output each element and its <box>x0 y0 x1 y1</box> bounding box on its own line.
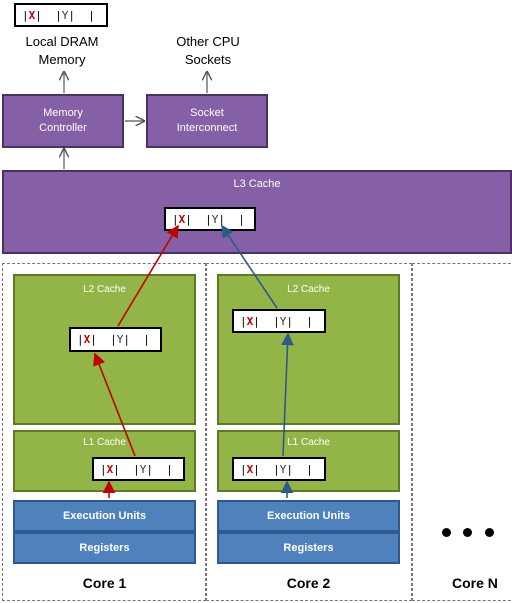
registers-label: Registers <box>79 542 130 554</box>
x-field: X <box>178 212 186 226</box>
line-bar: | | <box>286 314 313 328</box>
execution-units-label: Execution Units <box>266 510 351 522</box>
line-bar: | | <box>286 462 313 476</box>
memory-controller-line1: Memory <box>43 107 83 119</box>
y-field: Y <box>279 462 287 476</box>
core-2-execution-units: Execution Units <box>217 500 400 532</box>
arrow-core2-l2-to-l3 <box>221 224 278 309</box>
l2-cache-title: L2 Cache <box>83 284 126 295</box>
dram-label-line2: Memory <box>38 52 86 67</box>
memory-controller-box: Memory Controller <box>2 94 124 148</box>
line-bar: | | <box>218 212 245 226</box>
core-n-label: Core N <box>452 575 498 591</box>
line-bar: | | <box>253 314 280 328</box>
l2-cache-title: L2 Cache <box>287 284 330 295</box>
line-bar: | | <box>185 212 212 226</box>
y-field: Y <box>116 333 124 346</box>
ellipsis-dot <box>463 528 472 537</box>
core-1-execution-units: Execution Units <box>13 500 196 532</box>
line-bar: | | <box>35 8 62 22</box>
line-bar: | | <box>123 333 150 346</box>
line-bar: | | <box>146 462 173 476</box>
core-1-box <box>2 263 206 601</box>
memory-controller-line2: Controller <box>39 122 87 134</box>
l1-cache-title: L1 Cache <box>287 437 330 448</box>
core-2-box <box>206 263 412 601</box>
line-bar: | <box>172 212 179 226</box>
socket-interconnect-box: Socket Interconnect <box>146 94 268 148</box>
core-2-l2-cache: L2 Cache <box>217 274 400 425</box>
registers-label: Registers <box>283 542 334 554</box>
y-field: Y <box>279 314 287 328</box>
y-field: Y <box>211 212 219 226</box>
line-bar: | | <box>90 333 117 346</box>
x-field: X <box>106 462 114 476</box>
core-2-l1-cache-line: |X| |Y| | <box>232 457 326 481</box>
socket-interconnect-line1: Socket <box>190 107 224 119</box>
x-field: X <box>83 333 91 346</box>
execution-units-label: Execution Units <box>62 510 147 522</box>
y-field: Y <box>139 462 147 476</box>
dram-label: Local DRAM Memory <box>10 33 114 69</box>
core-1-l1-cache-line: |X| |Y| | <box>92 457 185 481</box>
l3-cache-title: L3 Cache <box>233 178 281 190</box>
x-field: X <box>246 462 254 476</box>
line-bar: | | <box>253 462 280 476</box>
arrow-core1-l2-to-l3 <box>117 224 179 327</box>
memory-cache-line: |X| |Y| | <box>14 3 108 27</box>
line-bar: | <box>22 8 29 22</box>
line-bar: | | <box>68 8 95 22</box>
x-field: X <box>246 314 254 328</box>
ellipsis-dot <box>485 528 494 537</box>
arrow-core1-l1-to-l2 <box>93 352 136 457</box>
arrow-core2-l1-to-l2 <box>281 332 294 457</box>
core-1-l2-cache-line: |X| |Y| | <box>69 327 162 352</box>
line-bar: | <box>240 314 247 328</box>
line-bar: | <box>240 462 247 476</box>
x-field: X <box>28 8 36 22</box>
other-cpu-label: Other CPU Sockets <box>156 33 260 69</box>
dram-label-line1: Local DRAM <box>25 34 99 49</box>
core-1-registers: Registers <box>13 532 196 564</box>
core-2-label: Core 2 <box>286 575 331 591</box>
line-bar: | <box>100 462 107 476</box>
core-2-l2-cache-line: |X| |Y| | <box>232 309 326 333</box>
ellipsis-dot <box>442 528 451 537</box>
core-n-box <box>412 263 512 601</box>
core-2-registers: Registers <box>217 532 400 564</box>
l1-cache-title: L1 Cache <box>83 437 126 448</box>
line-bar: | | <box>113 462 140 476</box>
core-1-label: Core 1 <box>82 575 127 591</box>
line-bar: | <box>77 333 84 346</box>
l3-cache-line: |X| |Y| | <box>164 207 256 231</box>
l3-cache-box: L3 Cache <box>2 170 512 254</box>
socket-interconnect-line2: Interconnect <box>176 122 238 134</box>
cpu-label-line2: Sockets <box>184 52 232 67</box>
cpu-label-line1: Other CPU <box>176 34 240 49</box>
y-field: Y <box>61 8 69 22</box>
